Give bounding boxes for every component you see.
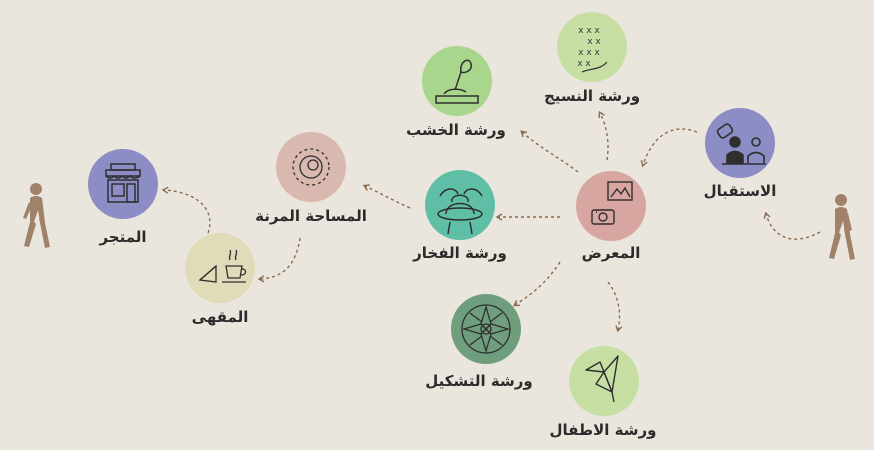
arrow-flexible-to-cafe: [257, 237, 301, 283]
station-cafe[interactable]: [185, 233, 255, 303]
svg-text:x x x: x x x: [578, 48, 600, 58]
label-store: المتجر: [99, 228, 147, 246]
storefront-icon: [105, 163, 141, 203]
station-reception[interactable]: [705, 108, 775, 178]
mandala-icon: [461, 304, 511, 354]
label-pottery: ورشة الفخار: [413, 244, 507, 262]
station-woodwork[interactable]: [422, 46, 492, 116]
coffee-cake-icon: [198, 249, 247, 283]
label-cafe: المقهى: [191, 308, 249, 326]
walking-person-icon: [23, 183, 50, 248]
label-reception: الاستقبال: [703, 182, 777, 200]
station-gallery[interactable]: [576, 171, 646, 241]
walking-person-icon: [829, 194, 855, 260]
label-shaping: ورشة التشكيل: [425, 372, 533, 390]
svg-text:x x: x x: [577, 59, 591, 69]
station-weaving[interactable]: x x x x x x x x x x: [557, 12, 627, 82]
wood-carving-icon: [435, 59, 479, 104]
station-kids[interactable]: [569, 346, 639, 416]
arrow-gallery-to-weaving: [598, 110, 609, 161]
station-pottery[interactable]: [425, 170, 495, 240]
arrow-gallery-to-shaping: [513, 261, 561, 307]
arrow-cafe-to-store: [161, 186, 211, 234]
label-kids: ورشة الاطفال: [549, 421, 657, 439]
label-flexible-space: المساحة المرنة: [255, 207, 367, 225]
reception-desk-icon: [716, 123, 766, 165]
arrow-gallery-to-woodwork: [520, 130, 579, 173]
circles-icon: [292, 148, 330, 186]
label-weaving: ورشة النسيج: [543, 87, 641, 105]
svg-text:x x x: x x x: [578, 26, 600, 36]
label-gallery: المعرض: [581, 244, 641, 262]
arrow-person-to-reception: [763, 211, 821, 240]
gallery-projector-icon: [591, 181, 633, 225]
svg-text:x x: x x: [587, 37, 601, 47]
arrow-reception-to-gallery: [640, 128, 698, 168]
label-woodwork: ورشة الخشب: [406, 121, 506, 139]
station-store[interactable]: [88, 149, 158, 219]
arrow-pottery-to-flexible: [362, 184, 411, 209]
station-shaping[interactable]: [451, 294, 521, 364]
pottery-wheel-icon: [437, 188, 483, 235]
arrow-gallery-to-kids: [607, 281, 623, 333]
station-flexible-space[interactable]: [276, 132, 346, 202]
origami-bird-icon: [585, 355, 619, 403]
cross-stitch-icon: x x x x x x x x x x: [577, 26, 608, 73]
